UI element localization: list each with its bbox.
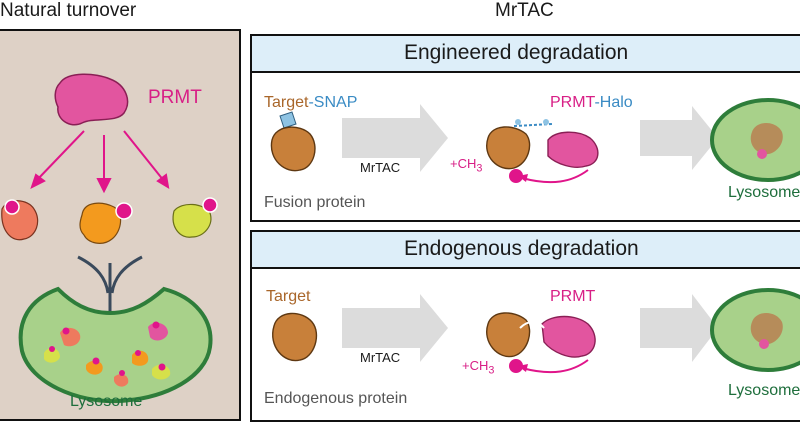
target-protein-icon	[486, 312, 531, 358]
fusion-protein-label: Fusion protein	[264, 194, 366, 211]
lysosome-label: Lysosome	[728, 382, 800, 399]
endogenous-title: Endogenous degradation	[404, 237, 639, 260]
mrtac-compound-label: MrTAC	[360, 160, 401, 175]
target-label: Target	[264, 94, 309, 111]
endogenous-protein-label: Endogenous protein	[264, 390, 408, 407]
prmt-label: PRMT	[148, 87, 202, 108]
natural-turnover-illustration	[1, 73, 218, 404]
snap-tag-icon	[279, 111, 297, 129]
methyl-dot-icon	[115, 202, 133, 220]
methyl-label: +CH	[450, 156, 477, 171]
methyl-dot-icon	[4, 199, 20, 215]
target-protein-icon	[270, 126, 316, 172]
prmt-enzyme-icon	[54, 73, 129, 126]
natural-turnover-heading: Natural turnover	[0, 0, 137, 21]
engineered-degradation-panel: Engineered degradation Target-SNAP PRMT-…	[250, 34, 800, 222]
arrow-right-icon	[640, 294, 718, 362]
lime-protein-icon	[172, 203, 212, 238]
engineered-illustration	[270, 98, 800, 184]
lysosome-label: Lysosome	[728, 184, 800, 201]
endogenous-degradation-panel: Endogenous degradation Target PRMT MrTAC…	[250, 230, 800, 422]
halo-label: -Halo	[594, 94, 633, 111]
lysosome-label: Lysosome	[70, 393, 143, 410]
natural-turnover-panel: PRMT Lysosome	[0, 29, 241, 421]
prmt-label: PRMT	[550, 94, 595, 111]
prmt-label: PRMT	[550, 288, 596, 305]
prmt-enzyme-icon	[547, 131, 599, 168]
snap-label: -SNAP	[308, 94, 358, 111]
engineered-title-bar: Engineered degradation	[252, 36, 800, 73]
mrtac-heading: MrTAC	[495, 0, 554, 21]
methyl-dot-icon	[509, 359, 523, 373]
methyl-dot-icon	[202, 197, 218, 213]
target-protein-icon	[486, 126, 531, 170]
arrow-right-icon	[342, 294, 448, 362]
target-protein-icon	[272, 312, 318, 362]
arrow-right-icon	[342, 104, 448, 172]
endogenous-illustration	[272, 288, 800, 374]
target-label: Target	[266, 288, 311, 305]
arrow-right-icon	[640, 106, 718, 170]
lysosome-vesicle-icon	[18, 286, 213, 404]
methyl-label: +CH	[462, 358, 489, 373]
orange-protein-icon	[79, 202, 122, 244]
engineered-title: Engineered degradation	[404, 41, 629, 64]
mrtac-compound-label: MrTAC	[360, 350, 401, 365]
methyl-dot-icon	[509, 169, 523, 183]
prmt-enzyme-icon	[541, 315, 596, 358]
endogenous-title-bar: Endogenous degradation	[252, 232, 800, 269]
